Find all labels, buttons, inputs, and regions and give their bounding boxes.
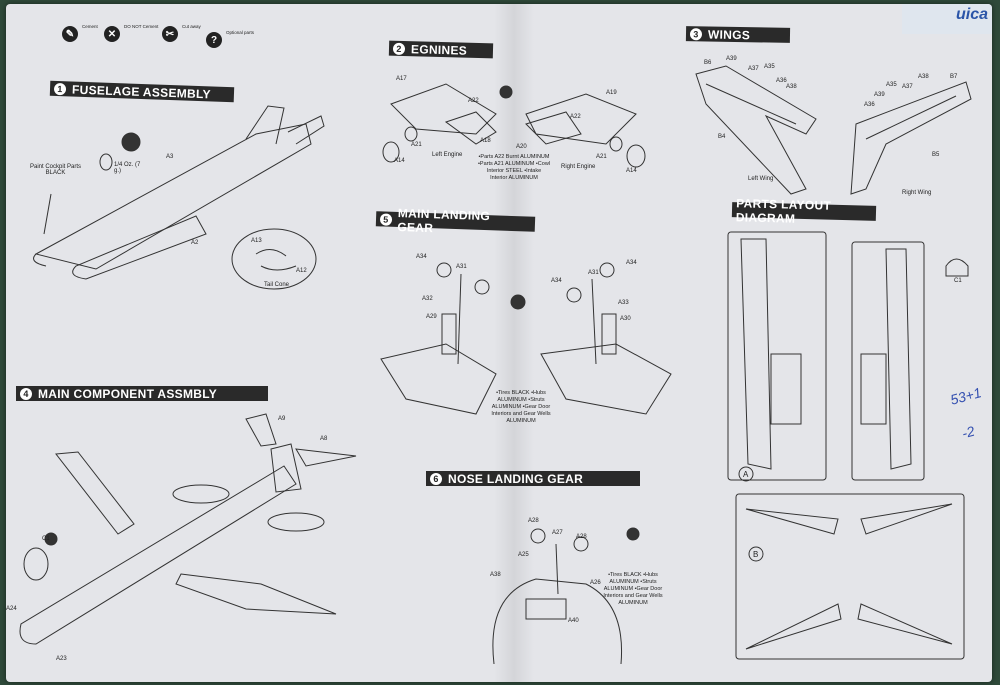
label-sprue-a: A bbox=[743, 470, 749, 479]
label-a8: A8 bbox=[320, 436, 328, 442]
label-a36-right: A36 bbox=[864, 102, 875, 108]
label-a25: A25 bbox=[518, 552, 529, 558]
label-a40: A40 bbox=[568, 618, 579, 624]
label-left-wing: Left Wing bbox=[748, 176, 774, 182]
legend-no-cement: DO NOT Cement bbox=[124, 24, 159, 29]
label-a23: A23 bbox=[56, 656, 67, 662]
label-a32: A32 bbox=[422, 296, 433, 302]
box-text: uica bbox=[955, 6, 988, 23]
label-a33: A33 bbox=[618, 300, 629, 306]
label-a34-right: A34 bbox=[551, 278, 562, 284]
label-a14-right: A14 bbox=[626, 168, 637, 174]
label-a9: A9 bbox=[278, 416, 286, 422]
label-c1-layout: C1 bbox=[954, 278, 962, 284]
line-art bbox=[19, 65, 972, 665]
legend-optional: Optional parts bbox=[226, 30, 255, 35]
label-a31-right: A31 bbox=[588, 270, 599, 276]
label-right-wing: Right Wing bbox=[902, 190, 932, 196]
label-a3: A3 bbox=[166, 154, 174, 160]
label-a37-right: A37 bbox=[902, 84, 913, 90]
label-a22-left: A22 bbox=[468, 98, 479, 104]
label-a36: A36 bbox=[776, 78, 787, 84]
label-a28-left: A28 bbox=[528, 518, 539, 524]
label-a18: A18 bbox=[480, 138, 491, 144]
legend-cut: Cut away bbox=[182, 24, 201, 29]
label-a34-far: A34 bbox=[626, 260, 637, 266]
label-a28-right: A28 bbox=[576, 534, 587, 540]
label-sprue-b: B bbox=[753, 550, 759, 559]
legend-cement: Cement bbox=[82, 24, 98, 29]
label-a38: A38 bbox=[786, 84, 797, 90]
label-left-engine: Left Engine bbox=[432, 152, 463, 158]
label-c1: C1 bbox=[42, 536, 50, 542]
label-a35: A35 bbox=[764, 64, 775, 70]
label-a17: A17 bbox=[396, 76, 407, 82]
label-a26: A26 bbox=[590, 580, 601, 586]
label-a39-right: A39 bbox=[874, 92, 885, 98]
label-a22-right: A22 bbox=[570, 114, 581, 120]
label-right-engine: Right Engine bbox=[561, 164, 596, 170]
label-a13: A13 bbox=[251, 238, 262, 244]
question-icon: ? bbox=[206, 32, 222, 48]
label-a37: A37 bbox=[748, 66, 759, 72]
glue-icon: ✎ bbox=[62, 26, 78, 42]
label-a38-right: A38 bbox=[918, 74, 929, 80]
label-a34-left: A34 bbox=[416, 254, 427, 260]
label-a29: A29 bbox=[426, 314, 437, 320]
no-cement-icon: ✕ bbox=[104, 26, 120, 42]
label-a12: A12 bbox=[296, 268, 307, 274]
label-a31-left: A31 bbox=[456, 264, 467, 270]
label-a14-left: A14 bbox=[394, 158, 405, 164]
label-a35-right: A35 bbox=[886, 82, 897, 88]
note-engines: •Parts A22 Burnt ALUMINUM •Parts A21 ALU… bbox=[478, 154, 551, 181]
label-weight: 1/4 Oz. (7 g.) bbox=[114, 162, 141, 174]
label-b4: B4 bbox=[718, 134, 726, 140]
cut-icon: ✂ bbox=[162, 26, 178, 42]
label-b6: B6 bbox=[704, 60, 712, 66]
label-tail-cone: Tail Cone bbox=[264, 282, 290, 288]
label-a39: A39 bbox=[726, 56, 737, 62]
label-a21-right: A21 bbox=[596, 154, 607, 160]
label-a20: A20 bbox=[516, 144, 527, 150]
label-a27: A27 bbox=[552, 530, 563, 536]
label-a21-left: A21 bbox=[411, 142, 422, 148]
label-b7: B7 bbox=[950, 74, 958, 80]
label-paint-cockpit: Paint Cockpit Parts BLACK bbox=[29, 164, 82, 176]
note-main-gear: •Tires BLACK •Hubs ALUMINUM •Struts ALUM… bbox=[491, 390, 551, 424]
background-box: uica bbox=[902, 4, 992, 34]
label-a38-nose: A38 bbox=[490, 572, 501, 578]
instruction-sheet: uica ✎ Cement ✕ DO NOT Cement ✂ Cut away… bbox=[6, 4, 992, 682]
label-a24: A24 bbox=[6, 606, 17, 612]
label-a19: A19 bbox=[606, 90, 617, 96]
label-a30: A30 bbox=[620, 316, 631, 322]
label-b5: B5 bbox=[932, 152, 940, 158]
label-a2: A2 bbox=[191, 240, 199, 246]
note-nose-gear: •Tires BLACK •Hubs ALUMINUM •Struts ALUM… bbox=[603, 572, 663, 606]
